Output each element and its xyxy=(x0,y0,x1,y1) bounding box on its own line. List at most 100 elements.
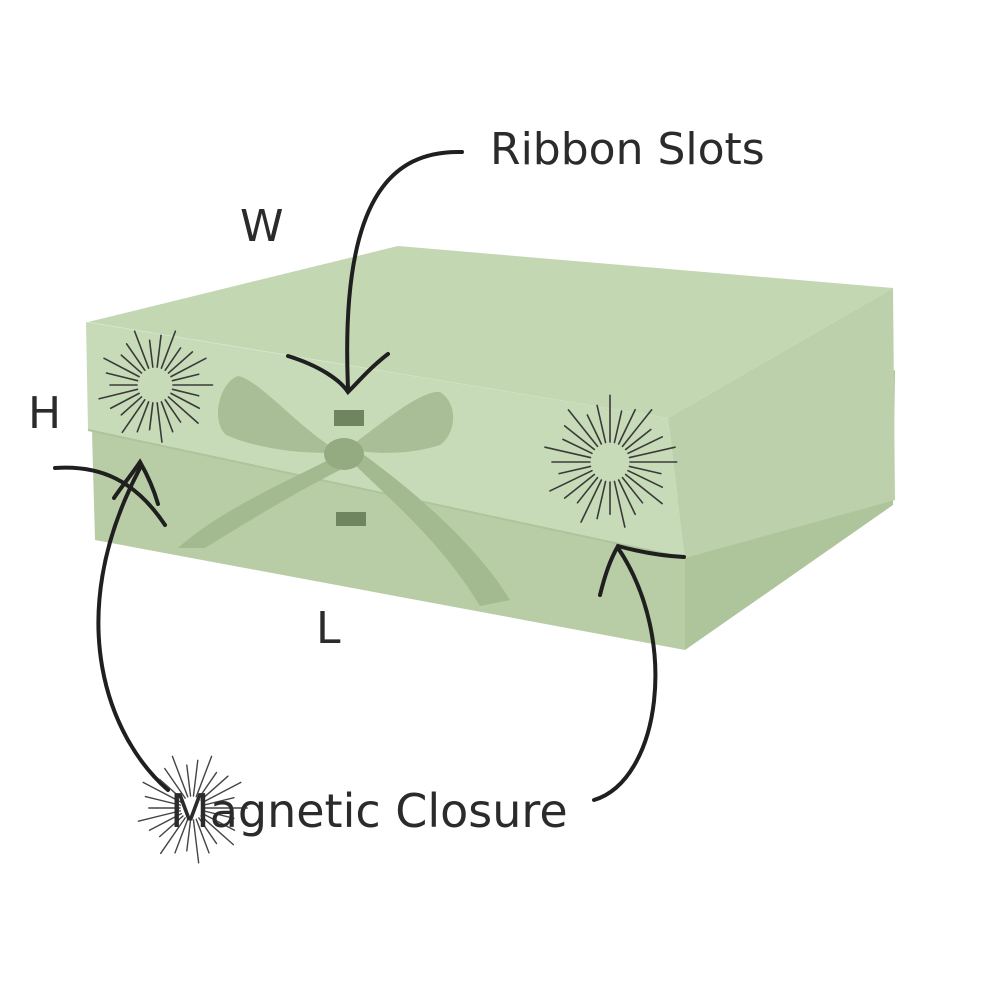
sunburst-ray xyxy=(158,815,184,838)
ribbon-tail-left xyxy=(178,458,340,548)
sunburst-ray xyxy=(148,339,154,368)
sunburst-ray xyxy=(627,469,664,488)
sunburst-ray xyxy=(544,446,592,459)
gift-box xyxy=(86,246,895,650)
sunburst-ray xyxy=(613,480,626,528)
sunburst-ray xyxy=(628,446,676,459)
sunburst-ray xyxy=(170,357,207,378)
sunburst-ray xyxy=(202,796,235,806)
ribbon-slot-bottom xyxy=(336,512,366,526)
sunburst-ray xyxy=(586,414,603,445)
sunburst-ray xyxy=(164,767,186,799)
sunburst-ray xyxy=(160,401,174,433)
sunburst-ray xyxy=(167,396,199,424)
ribbon-tail-right xyxy=(348,452,510,606)
ribbon-slots-arrow xyxy=(345,149,464,390)
sunburst-ray xyxy=(186,819,192,852)
sunburst-ray xyxy=(621,409,653,448)
ribbon-loop-left xyxy=(217,376,340,453)
sunburst-ray xyxy=(567,409,599,448)
sunburst-ray xyxy=(195,818,210,854)
box-lid-side xyxy=(668,288,895,558)
sunburst-ray xyxy=(186,764,192,797)
sunburst-ray xyxy=(198,817,218,845)
sunburst-icon xyxy=(544,394,678,528)
sunburst-ray xyxy=(192,819,200,864)
sunburst-ray xyxy=(174,818,189,854)
sunburst-ray xyxy=(156,402,163,443)
sunburst-ray xyxy=(596,404,607,444)
sunburst-ray xyxy=(198,771,218,799)
ribbon-bow xyxy=(178,376,510,606)
sunburst-ray xyxy=(103,357,140,378)
ribbon-slots-label: Ribbon Slots xyxy=(490,124,765,175)
sunburst-ray xyxy=(148,812,183,832)
sunburst-ray xyxy=(98,388,139,400)
ribbon-knot xyxy=(324,438,364,470)
sunburst-ray xyxy=(120,396,143,416)
sunburst-ray xyxy=(192,759,199,797)
sunburst-ray xyxy=(144,795,182,806)
sunburst-ray xyxy=(580,479,603,523)
sunburst-ray xyxy=(164,399,182,423)
sunburst-ray xyxy=(105,372,139,382)
sunburst-ray xyxy=(148,402,154,431)
height-label: H xyxy=(28,388,62,439)
sunburst-ray xyxy=(120,354,143,374)
sunburst-ray xyxy=(596,480,607,520)
width-label: W xyxy=(240,201,284,252)
sunburst-ray xyxy=(142,781,183,804)
magnetic-closure-label: Magnetic Closure xyxy=(170,784,568,838)
sunburst-ray xyxy=(195,755,213,798)
sunburst-ray xyxy=(201,812,236,832)
sunburst-ray xyxy=(200,775,229,801)
sunburst-ray xyxy=(170,392,201,410)
sunburst-ray xyxy=(160,330,177,369)
sunburst-ray xyxy=(109,392,140,410)
sunburst-ray xyxy=(621,476,644,504)
sunburst-ray xyxy=(121,399,146,434)
sunburst-ray xyxy=(167,351,194,374)
sunburst-ray xyxy=(563,473,596,499)
ribbon-slot-top xyxy=(334,410,364,426)
length-label: L xyxy=(316,603,341,654)
magnetic-closure-arrowhead-right xyxy=(598,543,686,597)
sunburst-ray xyxy=(200,815,235,846)
sunburst-ray xyxy=(156,334,162,368)
sunburst-ray xyxy=(202,810,235,820)
sunburst-ray xyxy=(164,347,182,371)
sunburst-ray xyxy=(171,373,200,382)
sunburst-ray xyxy=(613,410,623,444)
sunburst-ray xyxy=(562,438,593,455)
sunburst-ray xyxy=(617,408,636,445)
sunburst-icon xyxy=(98,330,214,443)
sunburst-ray xyxy=(133,330,150,369)
magnetic-closure-arrowhead-left xyxy=(112,458,160,506)
sunburst-ray xyxy=(624,473,663,505)
sunburst-ray xyxy=(563,425,596,451)
sunburst-ray xyxy=(549,469,593,492)
box-lid-top xyxy=(88,246,893,418)
sunburst-ray xyxy=(136,401,150,433)
sunburst-ray xyxy=(125,343,146,371)
height-arrow xyxy=(53,465,167,527)
ribbon-loop-right xyxy=(348,391,454,453)
sunburst-ray xyxy=(558,465,592,475)
sunburst-ray xyxy=(137,810,182,822)
sunburst-icon xyxy=(137,755,248,864)
arrows xyxy=(53,149,686,802)
sunburst-ray xyxy=(624,428,652,451)
sunburst-ray xyxy=(627,436,664,455)
sunburst-ray xyxy=(159,817,186,855)
sunburst-ray xyxy=(158,778,184,801)
magnetic-closure-arrow-right xyxy=(592,546,658,802)
sunburst-ray xyxy=(171,388,200,397)
ribbon-slots-arrowhead xyxy=(286,352,390,396)
magnetic-closure-arrow-left xyxy=(96,466,170,792)
sunburst-ray xyxy=(628,465,662,475)
sunburst-ray xyxy=(201,781,242,804)
sunburst-ray xyxy=(171,755,189,798)
sunburst-ray xyxy=(617,479,636,516)
